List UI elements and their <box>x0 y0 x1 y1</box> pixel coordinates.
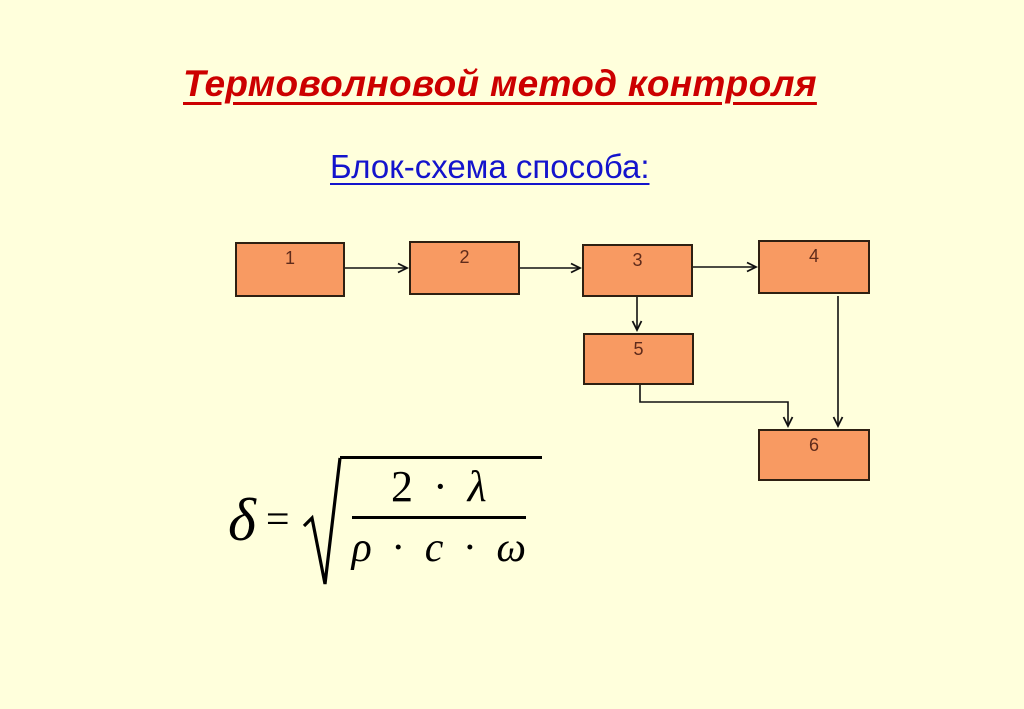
flowchart-box-5-label: 5 <box>633 339 644 359</box>
numerator-coefficient: 2 <box>390 462 413 511</box>
flowchart-box-1-label: 1 <box>284 248 295 268</box>
fraction-bar <box>351 516 527 520</box>
slide-subtitle: Блок-схема способа: <box>330 148 650 185</box>
formula-radicand: 2 · λ ρ · c · ω <box>339 456 543 572</box>
formula-lhs: δ <box>228 487 256 553</box>
slide-title: Термоволновой метод контроля <box>183 63 817 104</box>
formula-equals: = <box>265 497 290 543</box>
denominator-rho: ρ <box>351 525 372 572</box>
denominator-omega: ω <box>496 525 527 572</box>
flowchart-box-3: 3 <box>582 244 693 297</box>
arrow-5-to-6 <box>639 385 788 426</box>
denominator-c: c <box>424 525 444 572</box>
flowchart-box-1: 1 <box>235 242 345 297</box>
numerator-lambda: λ <box>467 462 487 511</box>
flowchart-box-4-label: 4 <box>808 246 819 266</box>
formula-square-root: 2 · λ ρ · c · ω <box>302 456 543 588</box>
formula-denominator: ρ · c · ω <box>352 525 526 571</box>
radical-sign <box>302 457 342 585</box>
flowchart-box-2-label: 2 <box>459 247 470 267</box>
flowchart-box-4: 4 <box>758 240 870 294</box>
formula-numerator: 2 · λ <box>390 462 487 511</box>
flowchart-box-6: 6 <box>758 429 870 481</box>
numerator-dot-operator: · <box>432 462 448 511</box>
denominator-dot-operator-2: · <box>462 525 477 572</box>
flowchart-box-5: 5 <box>583 333 694 385</box>
flowchart-box-2: 2 <box>409 241 520 295</box>
flowchart-box-3-label: 3 <box>632 250 643 270</box>
flowchart-box-6-label: 6 <box>808 435 819 455</box>
thermal-diffusion-depth-formula: δ = 2 · λ ρ · c · ω <box>228 452 543 588</box>
denominator-dot-operator-1: · <box>391 525 406 572</box>
